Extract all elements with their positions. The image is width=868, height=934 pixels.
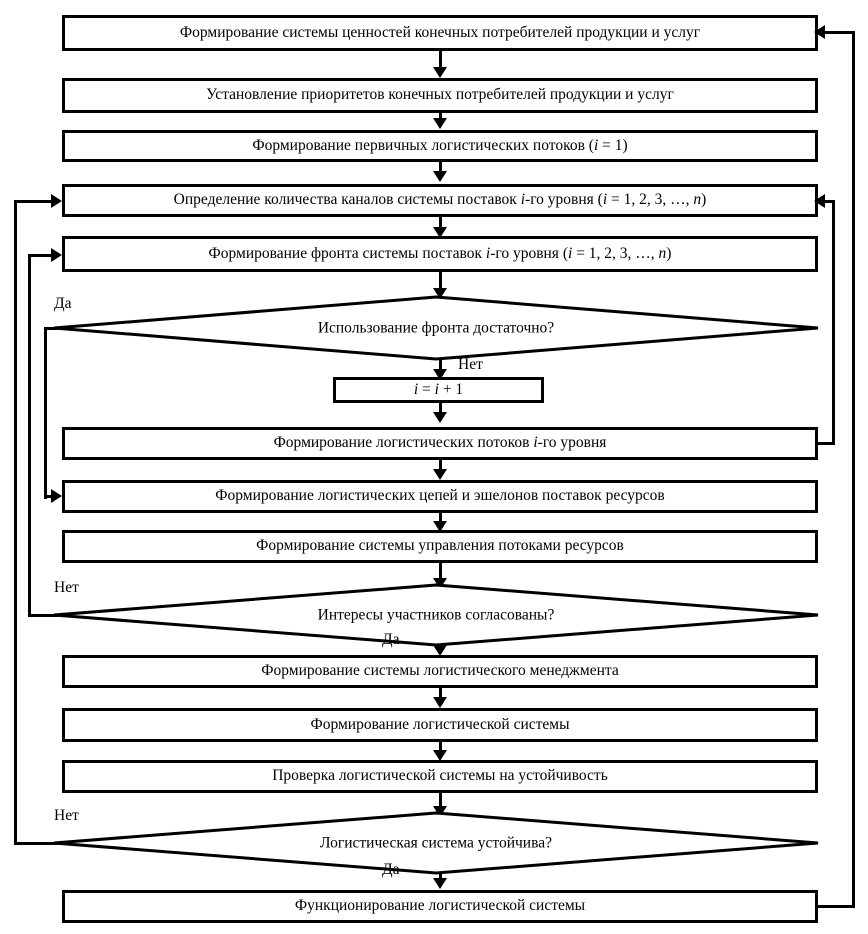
arrowhead-n5-d1: [433, 288, 447, 299]
branch-label-d2-yes: Да: [382, 631, 400, 648]
node-form-primary-flows: Формирование первичных логистических пот…: [62, 130, 818, 162]
edge-n3-n4: [438, 162, 442, 172]
arrowhead-loop-d1-yes: [51, 489, 62, 503]
arrowhead-loop-n13-to-n1: [814, 25, 825, 39]
node-label: Определение количества каналов системы п…: [173, 191, 707, 209]
arrowhead-n10-n11: [433, 697, 447, 708]
node-form-chains-echelons: Формирование логистических цепей и эшело…: [62, 480, 818, 513]
loop-d2-no-segment-vert: [28, 254, 31, 616]
edge-n8-n9: [438, 513, 442, 522]
loop-d3-no-segment-top: [14, 200, 58, 203]
node-label: Формирование логистических цепей и эшело…: [215, 487, 665, 505]
node-form-supply-front: Формирование фронта системы поставок i-г…: [62, 236, 818, 272]
edge-n4-n5: [438, 217, 442, 228]
node-form-logistics-management: Формирование системы логистического мене…: [62, 655, 818, 688]
arrowhead-n11-n12: [433, 750, 447, 761]
decision-system-stable: Логистическая система устойчива?: [52, 811, 820, 875]
arrowhead-n12-d3: [433, 806, 447, 817]
node-increment-i: i = i + 1: [333, 377, 544, 403]
arrowhead-d3-yes: [433, 878, 447, 889]
arrowhead-n1-n2: [433, 67, 447, 78]
node-label: Функционирование логистической системы: [294, 897, 586, 915]
arrowhead-n2-n3: [433, 118, 447, 129]
node-label: Формирование системы управления потоками…: [256, 537, 624, 555]
edge-n7-n8: [438, 460, 442, 470]
loop-n7-to-n4-segment-vert: [832, 200, 835, 445]
node-label: Формирование первичных логистических пот…: [252, 136, 628, 154]
diamond-shape: [53, 811, 819, 875]
branch-label-d1-yes: Да: [54, 295, 72, 312]
loop-d1-yes-segment-vert: [44, 327, 47, 499]
loop-n13-to-n1-segment-top: [818, 31, 855, 34]
node-label: i = i + 1: [413, 380, 464, 398]
arrowhead-loop-n7-to-n4: [814, 194, 825, 208]
branch-label-d1-no: Нет: [458, 356, 483, 373]
edge-d1-no: [438, 360, 442, 371]
decision-front-sufficient: Использование фронта достаточно?: [52, 295, 820, 361]
loop-d2-no-segment-top: [28, 254, 58, 257]
arrowhead-n3-n4: [433, 171, 447, 182]
loop-d2-no-segment-bottom: [28, 614, 58, 617]
arrowhead-d1-no: [433, 369, 447, 380]
branch-label-d2-no: Нет: [54, 579, 79, 596]
loop-n13-to-n1-segment-bottom: [815, 905, 855, 908]
node-determine-channels: Определение количества каналов системы п…: [62, 184, 818, 217]
node-set-priorities: Установление приоритетов конечных потреб…: [62, 78, 818, 113]
arrowhead-n9-d2: [433, 578, 447, 589]
edge-n9-d2: [438, 563, 442, 579]
arrowhead-n4-n5: [433, 227, 447, 238]
branch-label-d3-no: Нет: [54, 807, 79, 824]
loop-d3-no-segment-vert: [14, 200, 17, 845]
branch-label-d3-yes: Да: [382, 861, 400, 878]
loop-n7-to-n4-segment-top: [818, 200, 835, 203]
node-label: Формирование логистической системы: [310, 715, 570, 733]
arrowhead-loop-d3-no: [51, 194, 62, 208]
loop-d3-no-segment-bottom: [14, 842, 58, 845]
edge-n12-d3: [438, 793, 442, 807]
arrowhead-loop-d2-no: [51, 248, 62, 262]
node-form-logistics-system: Формирование логистической системы: [62, 708, 818, 742]
arrowhead-n7-n8: [433, 469, 447, 480]
node-label: Формирование логистических потоков i-го …: [273, 434, 607, 452]
node-label: Формирование системы логистического мене…: [261, 662, 619, 680]
loop-n13-to-n1-segment-vert: [852, 31, 855, 908]
edge-n2-n3: [438, 113, 442, 119]
decision-interests-agreed: Интересы участников согласованы?: [52, 583, 820, 647]
arrowhead-n6-n7: [433, 412, 447, 423]
node-form-flow-management: Формирование системы управления потоками…: [62, 530, 818, 563]
node-form-level-flows: Формирование логистических потоков i-го …: [62, 427, 818, 460]
edge-n5-d1: [438, 272, 442, 290]
edge-n10-n11: [438, 688, 442, 698]
loop-n7-to-n4-segment-bottom: [815, 442, 835, 445]
node-check-stability: Проверка логистической системы на устойч…: [62, 760, 818, 793]
edge-n1-n2: [438, 51, 442, 68]
arrowhead-n8-n9: [433, 521, 447, 532]
node-label: Формирование системы ценностей конечных …: [179, 23, 701, 41]
diamond-shape: [53, 583, 819, 647]
edge-n6-n7: [438, 403, 442, 414]
arrowhead-d2-yes: [433, 645, 447, 656]
diamond-shape: [53, 295, 819, 361]
node-label: Проверка логистической системы на устойч…: [272, 767, 608, 785]
node-form-value-system: Формирование системы ценностей конечных …: [62, 15, 818, 51]
node-label: Формирование фронта системы поставок i-г…: [208, 244, 672, 262]
node-label: Установление приоритетов конечных потреб…: [206, 86, 674, 104]
node-operate-logistics-system: Функционирование логистической системы: [62, 890, 818, 923]
edge-n11-n12: [438, 742, 442, 751]
loop-d1-yes-segment-top: [44, 327, 58, 330]
